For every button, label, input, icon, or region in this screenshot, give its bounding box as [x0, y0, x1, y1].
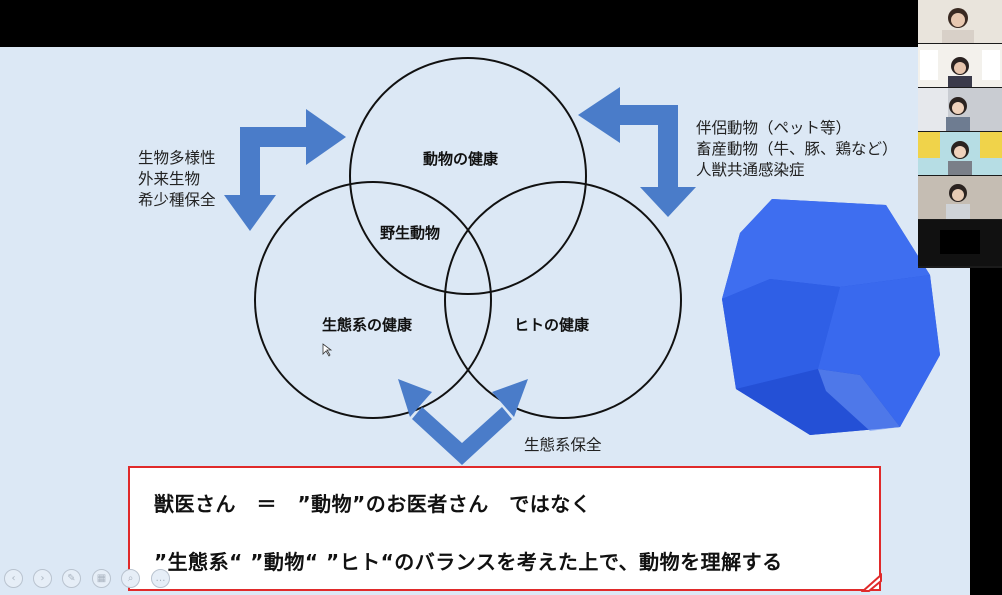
participant-panel: [918, 0, 1002, 268]
more-icon[interactable]: …: [151, 569, 170, 588]
participant-tile[interactable]: [918, 132, 1002, 175]
animal-health-circle: [349, 57, 587, 295]
box-corner-tail-icon: [861, 573, 882, 592]
bottom-note: 生態系保全: [524, 436, 602, 454]
right-note-item: 伴侶動物（ペット等）: [696, 119, 852, 137]
bottom-v-arrow-icon: [398, 379, 528, 465]
left-double-arrow-icon: [224, 109, 346, 231]
ecosystem-health-label: 生態系の健康: [322, 316, 413, 334]
zoom-icon[interactable]: ⌕: [121, 569, 140, 588]
camera-off-placeholder: [940, 230, 980, 254]
left-note-item: 生物多様性: [138, 149, 216, 167]
wildlife-label: 野生動物: [380, 224, 441, 242]
venn-diagram: [224, 57, 940, 465]
left-note-item: 希少種保全: [138, 191, 216, 209]
slides-icon[interactable]: ▦: [92, 569, 111, 588]
participant-tile[interactable]: [918, 176, 1002, 219]
participant-tile[interactable]: [918, 0, 1002, 43]
message-line-1: 獣医さん ＝ ”動物”のお医者さん ではなく: [154, 492, 592, 516]
prev-icon[interactable]: ‹: [4, 569, 23, 588]
participant-tile[interactable]: [918, 88, 1002, 131]
right-note-item: 人獣共通感染症: [696, 161, 805, 179]
right-double-arrow-icon: [578, 87, 696, 217]
human-health-label: ヒトの健康: [514, 316, 590, 334]
human-health-circle: [444, 181, 682, 419]
key-message-box: 獣医さん ＝ ”動物”のお医者さん ではなく ”生態系“ ”動物“ ”ヒト“のバ…: [128, 466, 882, 592]
next-icon[interactable]: ›: [33, 569, 52, 588]
left-note-item: 外来生物: [138, 170, 201, 188]
dodecahedron-graphic: [722, 199, 940, 435]
ecosystem-health-circle: [254, 181, 492, 419]
right-note-item: 畜産動物（牛、豚、鶏など）: [696, 140, 898, 158]
pen-icon[interactable]: ✎: [62, 569, 81, 588]
left-notes: 生物多様性 外来生物 希少種保全: [138, 148, 216, 211]
participant-tile-camera-off[interactable]: [918, 220, 1002, 266]
presentation-slide: 動物の健康 野生動物 生態系の健康 ヒトの健康 生物多様性 外来生物 希少種保全…: [0, 47, 970, 595]
animal-health-label: 動物の健康: [423, 150, 499, 168]
right-notes: 伴侶動物（ペット等） 畜産動物（牛、豚、鶏など） 人獣共通感染症: [696, 118, 918, 181]
mouse-cursor-icon: [322, 343, 333, 357]
participant-tile[interactable]: [918, 44, 1002, 87]
message-line-2: ”生態系“ ”動物“ ”ヒト“のバランスを考えた上で、動物を理解する: [154, 550, 783, 574]
